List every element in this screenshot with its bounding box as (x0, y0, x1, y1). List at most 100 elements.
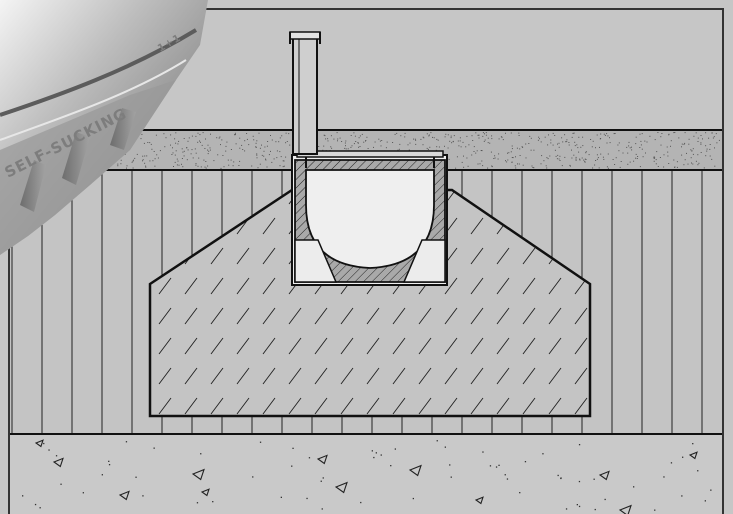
gravel-grain (692, 443, 694, 445)
gravel-grain (565, 508, 568, 510)
sand-speck (195, 164, 197, 166)
sand-speck (629, 147, 631, 149)
sand-speck (635, 157, 637, 159)
sand-speck (263, 150, 265, 152)
sand-speck (640, 140, 642, 142)
sand-speck (629, 161, 631, 163)
sand-speck (575, 159, 577, 161)
sand-speck (345, 140, 347, 142)
sand-speck (436, 146, 438, 148)
sand-speck (654, 139, 656, 141)
sand-speck (271, 161, 273, 163)
sand-speck (700, 142, 702, 144)
sand-speck (143, 142, 145, 144)
sand-speck (223, 166, 225, 168)
sand-speck (690, 157, 692, 159)
sand-speck (330, 135, 332, 137)
sand-speck (573, 132, 575, 134)
sand-speck (602, 156, 604, 158)
sand-speck (481, 160, 483, 162)
sand-speck (705, 145, 707, 147)
sand-speck (477, 134, 479, 136)
sand-speck (547, 144, 549, 146)
sand-speck (126, 167, 127, 169)
sand-speck (676, 161, 678, 163)
sand-speck (358, 146, 360, 148)
sand-speck (415, 143, 417, 145)
sand-speck (182, 166, 184, 168)
gravel-stone (474, 496, 484, 505)
sand-speck (649, 135, 651, 137)
sand-speck (585, 159, 587, 160)
sand-speck (380, 145, 382, 147)
sand-speck (282, 160, 284, 162)
sand-speck (199, 134, 201, 136)
sand-speck (452, 141, 454, 143)
sand-speck (252, 135, 254, 137)
sand-speck (271, 139, 273, 141)
sand-speck (263, 155, 265, 157)
sand-speck (482, 135, 484, 137)
sand-speck (530, 137, 532, 139)
sand-speck (533, 167, 535, 169)
gravel-grain (306, 497, 308, 500)
sand-speck (510, 151, 512, 153)
sand-speck (276, 150, 278, 152)
sand-speck (225, 150, 227, 152)
sand-speck (197, 132, 199, 134)
sand-speck (145, 165, 147, 167)
sand-speck (640, 144, 642, 146)
gravel-grain (292, 447, 294, 449)
sand-speck (256, 153, 258, 155)
sand-speck (581, 157, 583, 159)
sand-speck (518, 132, 520, 134)
sand-speck (507, 159, 509, 161)
sand-speck (267, 141, 269, 142)
sand-speck (485, 134, 487, 136)
sand-speck (178, 164, 180, 166)
sand-speck (692, 163, 694, 165)
sand-speck (702, 138, 703, 140)
sand-speck (475, 152, 477, 154)
sand-speck (660, 144, 662, 146)
sand-speck (327, 138, 329, 140)
sand-speck (573, 154, 575, 156)
sand-speck (150, 143, 152, 145)
sand-speck (698, 162, 700, 164)
gravel-grain (22, 495, 24, 497)
sand-speck (392, 142, 394, 143)
sand-speck (177, 143, 179, 145)
sand-speck (711, 158, 713, 160)
gravel-grain (670, 462, 673, 464)
sand-speck (700, 152, 702, 153)
sand-speck (337, 140, 338, 142)
sand-speck (639, 147, 641, 148)
sand-speck (344, 142, 346, 144)
sand-speck (494, 157, 496, 159)
sand-speck (204, 148, 206, 149)
sand-speck (220, 144, 221, 146)
sand-speck (447, 134, 449, 136)
sand-speck (288, 133, 290, 135)
gravel-stone (34, 439, 44, 448)
sand-speck (656, 151, 658, 153)
sand-speck (660, 136, 662, 138)
sand-speck (709, 148, 711, 150)
sand-speck (190, 153, 192, 155)
sand-speck (543, 160, 545, 162)
sand-speck (181, 158, 183, 159)
sand-speck (712, 137, 714, 139)
sand-speck (515, 156, 516, 158)
sand-speck (505, 160, 506, 162)
sand-speck (195, 163, 197, 165)
sand-speck (693, 135, 695, 137)
sand-speck (635, 136, 637, 138)
sand-speck (713, 136, 715, 138)
sand-speck (595, 147, 596, 149)
sand-speck (157, 157, 159, 159)
gravel-grain (371, 450, 373, 452)
sand-speck (618, 142, 620, 144)
sand-speck (619, 166, 621, 168)
sand-speck (655, 163, 657, 165)
sand-speck (147, 142, 149, 143)
